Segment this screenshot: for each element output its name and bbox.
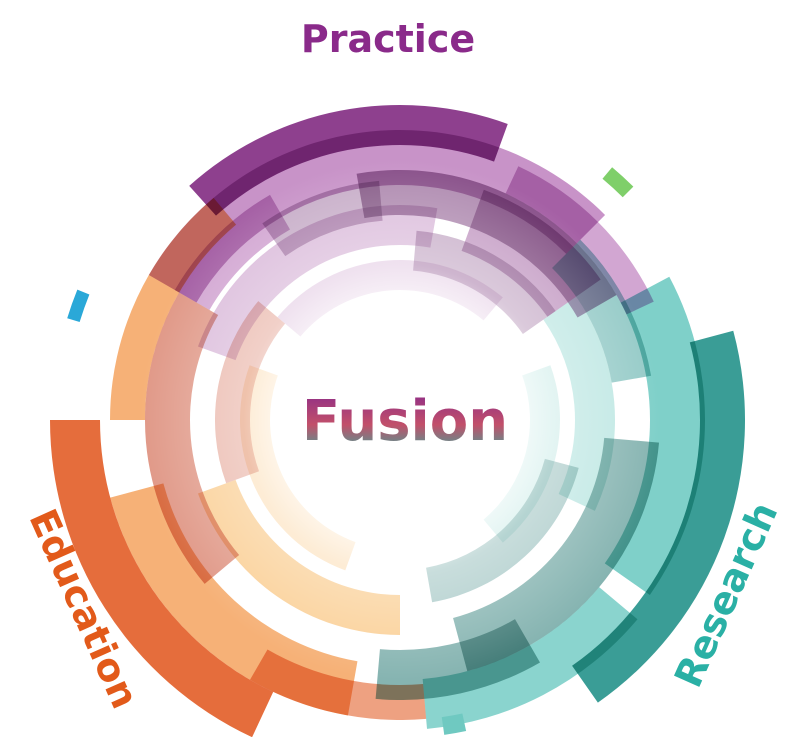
education-arc-outer <box>50 420 274 737</box>
practice-arc-2 <box>148 129 606 303</box>
accent-marks <box>67 167 634 735</box>
accent-teal-mark <box>441 713 467 735</box>
center-disc <box>282 302 518 538</box>
sector-label-practice: Practice <box>301 17 475 61</box>
accent-blue-mark <box>67 289 90 323</box>
accent-green-mark <box>602 167 634 198</box>
center-title: Fusion <box>302 389 508 454</box>
education-arc-8 <box>250 649 427 720</box>
